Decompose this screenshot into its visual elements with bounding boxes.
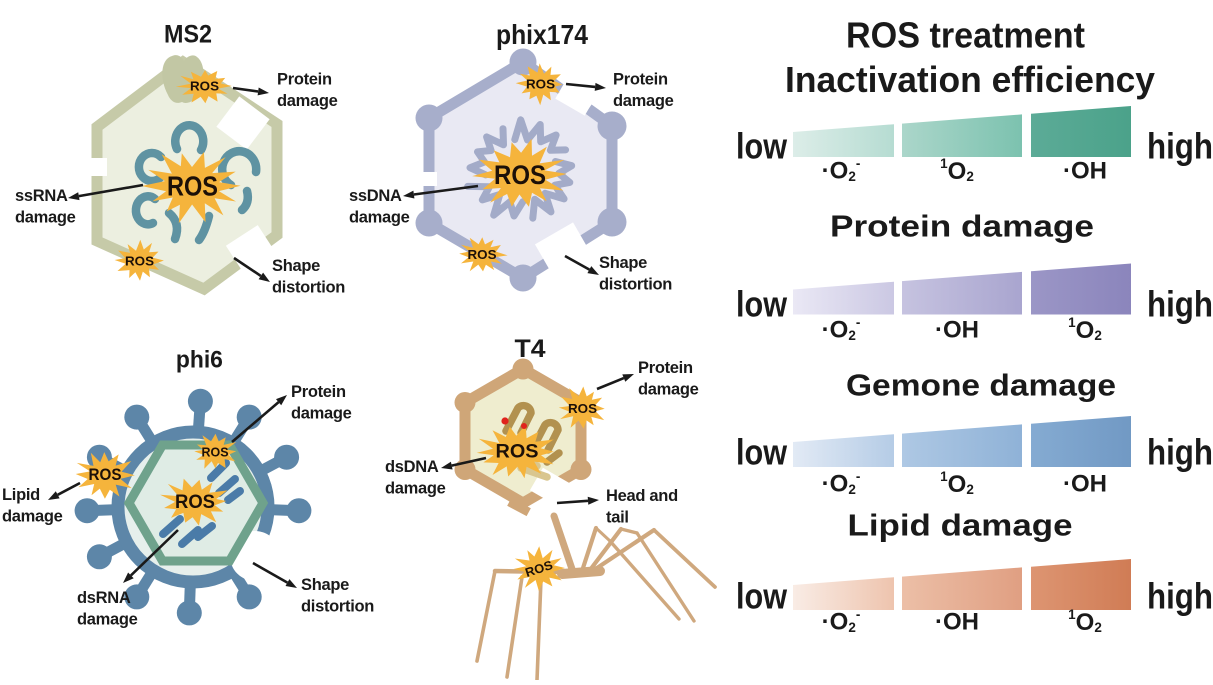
- svg-text:low: low: [736, 126, 788, 167]
- svg-text:Protein damage: Protein damage: [830, 209, 1094, 244]
- svg-text:high: high: [1147, 576, 1213, 617]
- svg-text:ROS treatment: ROS treatment: [846, 15, 1085, 56]
- svg-text:Shape: Shape: [301, 576, 349, 594]
- svg-text:·OH: ·OH: [1063, 158, 1107, 185]
- svg-text:ROS: ROS: [89, 466, 122, 484]
- svg-text:ssRNA: ssRNA: [15, 187, 68, 205]
- svg-text:MS2: MS2: [164, 21, 212, 49]
- svg-text:high: high: [1147, 432, 1213, 473]
- svg-text:1O2: 1O2: [940, 469, 974, 498]
- svg-text:1O2: 1O2: [1068, 315, 1102, 344]
- svg-text:ROS: ROS: [175, 491, 215, 513]
- svg-text:high: high: [1147, 284, 1213, 325]
- svg-text:ROS: ROS: [568, 401, 597, 416]
- svg-text:damage: damage: [2, 508, 63, 526]
- svg-text:1O2: 1O2: [940, 156, 974, 185]
- svg-text:Protein: Protein: [291, 383, 346, 401]
- svg-text:damage: damage: [15, 209, 76, 227]
- svg-text:distortion: distortion: [301, 598, 374, 616]
- svg-text:Gemone damage: Gemone damage: [846, 368, 1116, 403]
- svg-text:dsDNA: dsDNA: [385, 458, 439, 476]
- svg-text:1O2: 1O2: [1068, 607, 1102, 636]
- svg-text:damage: damage: [77, 611, 138, 629]
- svg-text:ROS: ROS: [494, 160, 546, 190]
- svg-text:T4: T4: [515, 335, 546, 363]
- svg-text:high: high: [1147, 126, 1213, 167]
- svg-text:phix174: phix174: [496, 19, 588, 50]
- svg-text:ROS: ROS: [202, 445, 229, 460]
- svg-text:ROS: ROS: [468, 247, 497, 262]
- svg-text:low: low: [736, 284, 788, 325]
- svg-text:damage: damage: [385, 480, 446, 498]
- svg-text:low: low: [736, 576, 788, 617]
- svg-text:·OH: ·OH: [935, 317, 979, 344]
- svg-text:ROS: ROS: [190, 79, 219, 94]
- svg-text:ROS: ROS: [496, 442, 539, 463]
- svg-text:tail: tail: [606, 509, 629, 527]
- svg-text:distortion: distortion: [272, 279, 345, 297]
- svg-text:ssDNA: ssDNA: [349, 187, 402, 205]
- svg-text:ROS: ROS: [125, 254, 154, 269]
- svg-text:·OH: ·OH: [935, 609, 979, 636]
- svg-text:damage: damage: [638, 381, 699, 399]
- svg-text:Head and: Head and: [606, 487, 678, 505]
- svg-text:Shape: Shape: [599, 254, 647, 272]
- svg-text:damage: damage: [613, 92, 674, 110]
- svg-text:Lipid: Lipid: [2, 486, 40, 504]
- svg-text:damage: damage: [291, 405, 352, 423]
- svg-text:Protein: Protein: [638, 359, 693, 377]
- svg-text:damage: damage: [349, 209, 410, 227]
- svg-text:low: low: [736, 432, 788, 473]
- svg-text:phi6: phi6: [176, 347, 223, 374]
- svg-text:Inactivation efficiency: Inactivation efficiency: [785, 59, 1155, 100]
- svg-text:Shape: Shape: [272, 257, 320, 275]
- svg-text:Protein: Protein: [613, 71, 668, 89]
- svg-text:dsRNA: dsRNA: [77, 589, 131, 607]
- svg-text:damage: damage: [277, 92, 338, 110]
- svg-text:ROS: ROS: [167, 170, 218, 201]
- svg-text:Lipid damage: Lipid damage: [848, 508, 1073, 543]
- svg-text:ROS: ROS: [526, 77, 555, 92]
- svg-text:distortion: distortion: [599, 276, 672, 294]
- svg-text:Protein: Protein: [277, 71, 332, 89]
- svg-text:·OH: ·OH: [1063, 471, 1107, 498]
